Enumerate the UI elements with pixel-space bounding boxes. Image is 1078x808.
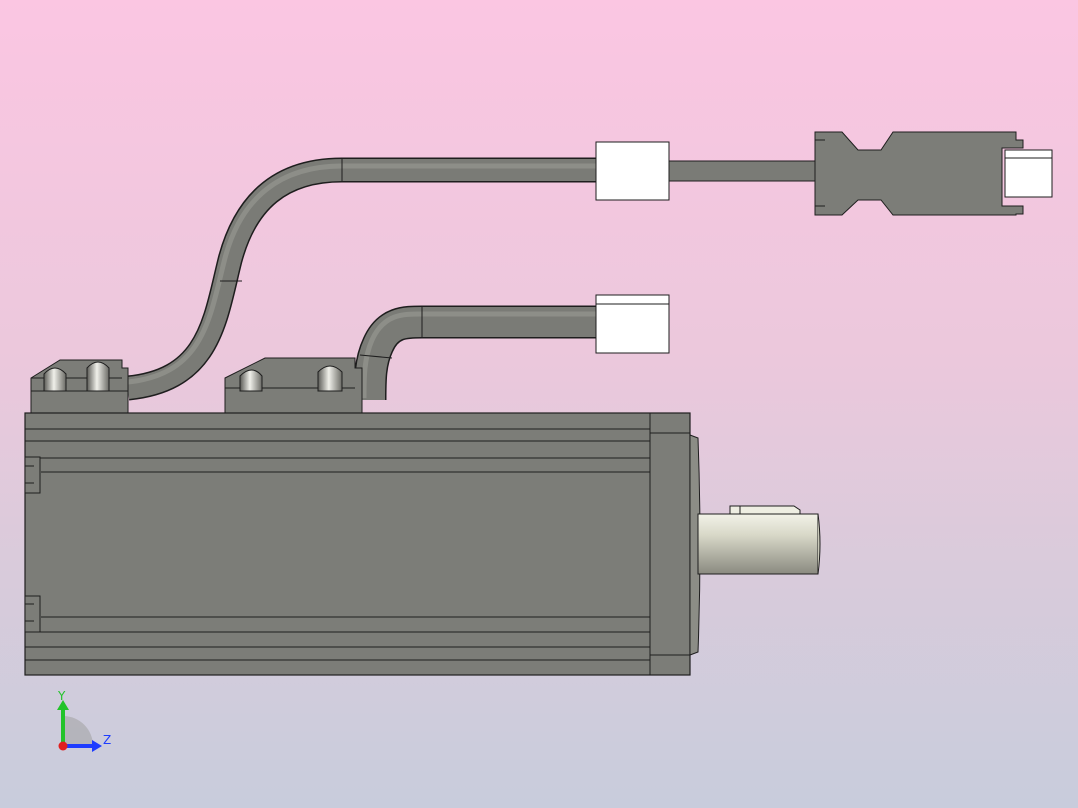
encoder-cable-ferrite [595, 141, 670, 201]
encoder-connector[interactable] [814, 131, 1053, 216]
encoder-cable[interactable] [126, 157, 817, 401]
motor-shaft[interactable] [697, 505, 821, 575]
triad-z-label: Z [103, 733, 111, 747]
cable-clamp-left[interactable] [30, 359, 129, 414]
power-cable[interactable] [353, 305, 598, 401]
cable-clamp-right[interactable] [224, 357, 363, 414]
power-connector[interactable] [595, 294, 670, 354]
motor-body[interactable] [24, 412, 691, 676]
triad-y-label: Y [57, 689, 66, 703]
orientation-triad[interactable]: Y Z [57, 689, 111, 752]
